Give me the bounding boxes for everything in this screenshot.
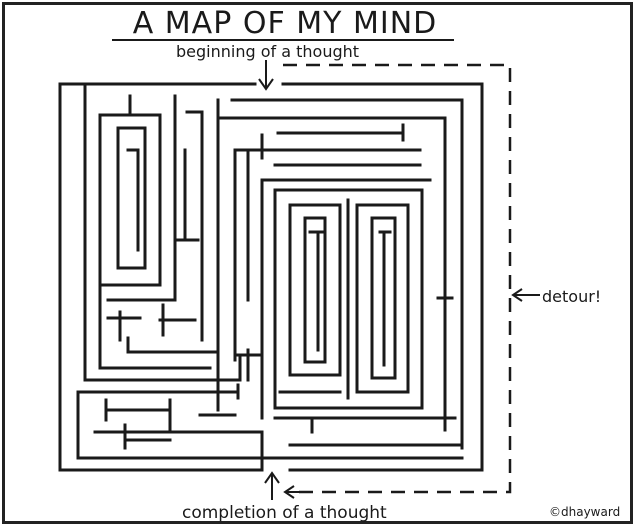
end-arrow bbox=[264, 471, 280, 500]
artist-credit: ©dhayward bbox=[549, 505, 621, 519]
end-label: completion of a thought bbox=[182, 503, 387, 523]
detour-arrow bbox=[511, 288, 540, 302]
maze-walls bbox=[58, 82, 484, 472]
detour-label: detour! bbox=[542, 287, 602, 306]
start-arrow bbox=[258, 60, 274, 91]
detour-path bbox=[283, 63, 512, 494]
start-label: beginning of a thought bbox=[176, 42, 360, 61]
title-underline bbox=[112, 39, 454, 41]
comic-title: A MAP OF MY MIND bbox=[132, 6, 438, 41]
return-arrow bbox=[283, 485, 300, 499]
